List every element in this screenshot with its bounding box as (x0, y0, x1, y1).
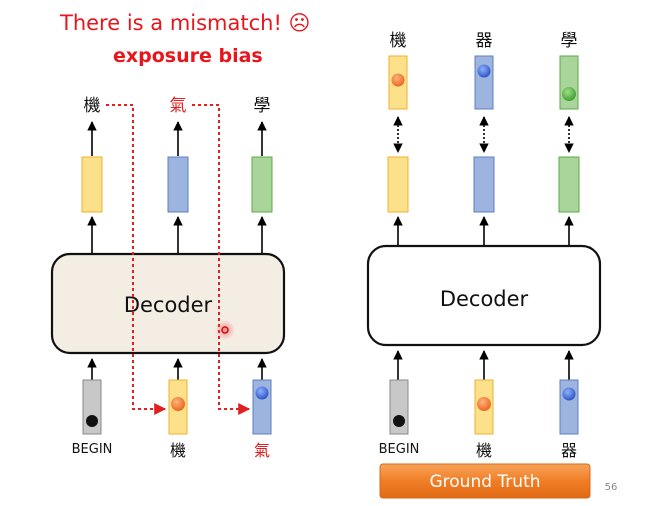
right-target-3: 學 (561, 31, 578, 51)
feedback-arrow-1 (106, 104, 167, 415)
right-input-3-dot (562, 387, 576, 401)
right-decoder-box (366, 244, 602, 347)
right-input-begin-dot (393, 415, 405, 427)
left-input-label-1: BEGIN (72, 442, 113, 457)
right-target-vector-3 (559, 55, 579, 110)
left-output-vector-3 (251, 156, 273, 213)
left-decoder-label: Decoder (124, 293, 213, 317)
left-output-2: 氣 (170, 96, 187, 116)
right-input-label-3: 器 (561, 441, 577, 460)
laser-pointer (221, 326, 229, 334)
left-output-vector-2 (167, 156, 189, 213)
left-input-3-dot (255, 386, 269, 400)
right-decoder-label: Decoder (440, 287, 529, 311)
right-target-2: 器 (476, 31, 493, 51)
right-input-2-dot (477, 397, 491, 411)
left-input-label-3: 氣 (254, 441, 270, 460)
title-exposure-bias: exposure bias (113, 45, 263, 67)
left-output-1: 機 (84, 96, 101, 116)
right-target-vector-2 (474, 55, 494, 110)
laser-pointer-glow (215, 320, 235, 340)
right-output-vector-2 (473, 156, 495, 213)
left-output-vector-1 (81, 156, 103, 213)
left-output-3: 學 (254, 96, 271, 116)
title-mismatch: There is a mismatch! ☹ (59, 11, 310, 35)
right-output-vector-3 (558, 156, 580, 213)
left-input-begin-dot (86, 415, 98, 427)
left-panel: 機 氣 學 Decoder BEGIN 機 氣 (50, 96, 286, 460)
right-input-label-1: BEGIN (379, 442, 420, 457)
right-target-3-dot (562, 87, 576, 101)
page-number: 56 (605, 482, 618, 493)
right-target-2-dot (477, 64, 491, 78)
ground-truth-label: Ground Truth (429, 472, 540, 492)
right-output-vector-1 (387, 156, 409, 213)
left-input-2-dot (171, 397, 185, 411)
feedback-arrow-2 (192, 104, 251, 415)
right-target-1: 機 (390, 31, 407, 51)
right-panel: 機 器 學 Decoder (366, 31, 602, 499)
left-input-label-2: 機 (170, 441, 186, 460)
right-target-1-dot (391, 73, 405, 87)
right-input-label-2: 機 (476, 441, 492, 460)
ground-truth-box (379, 463, 591, 499)
